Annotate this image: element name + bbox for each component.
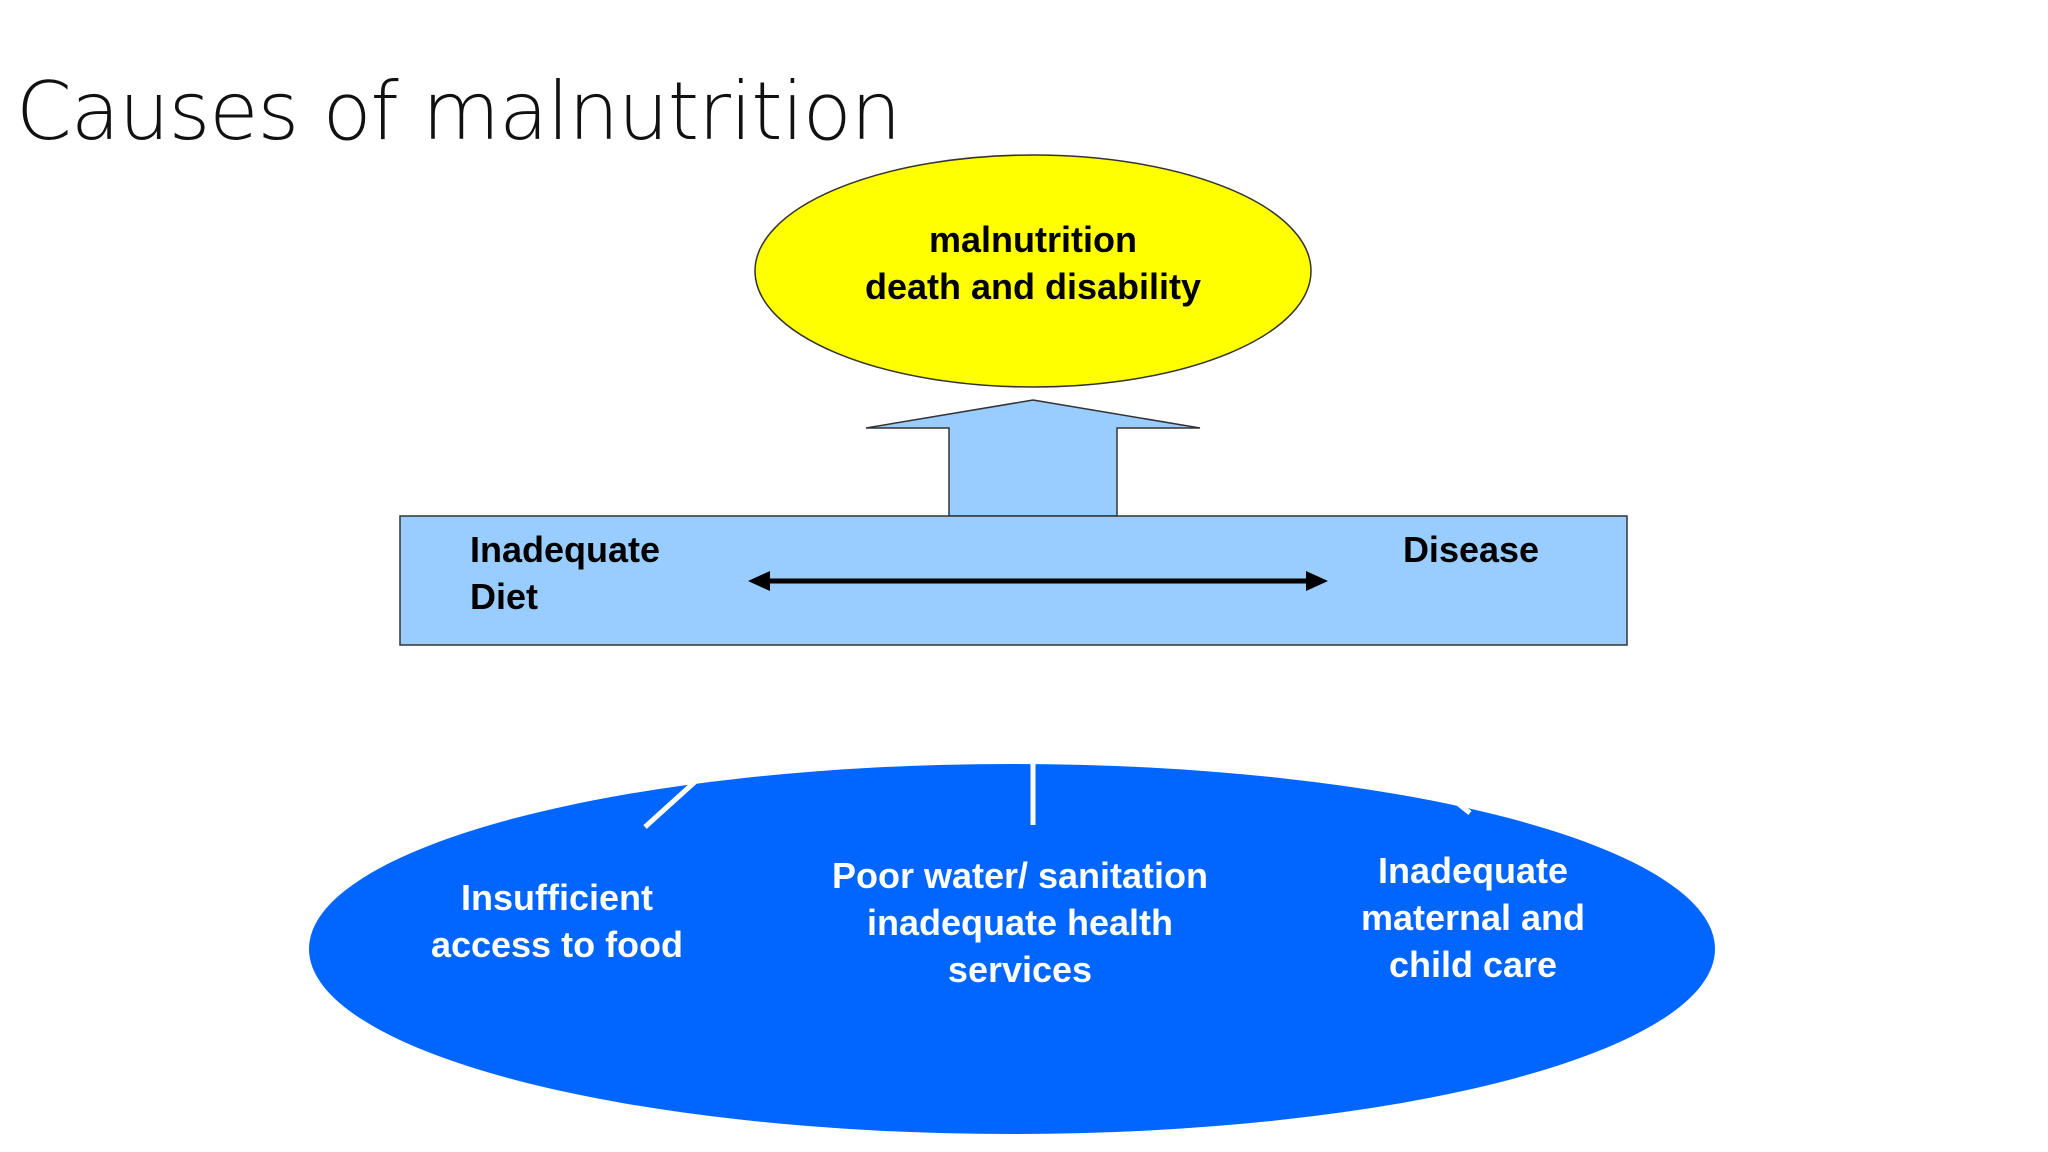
immediate-causes-bar: Inadequate Diet Disease — [399, 515, 1628, 646]
maternal-care-label-line3: child care — [1389, 944, 1557, 985]
outcome-node: malnutrition death and disability — [754, 154, 1312, 388]
water-health-label-line3: services — [948, 949, 1092, 990]
food-access-label-line1: Insufficient — [461, 877, 653, 918]
inadequate-diet-label-line2: Diet — [470, 576, 538, 617]
maternal-care-label-line1: Inadequate — [1378, 850, 1568, 891]
page-title: Causes of malnutrition — [16, 65, 901, 158]
connector-line-left — [643, 778, 699, 829]
up-arrow — [865, 399, 1201, 517]
inadequate-diet-label-line1: Inadequate — [470, 529, 660, 570]
maternal-care-label-line2: maternal and — [1361, 897, 1585, 938]
disease-label: Disease — [1403, 529, 1539, 570]
outcome-label-line2: death and disability — [865, 266, 1201, 307]
outcome-ellipse — [754, 154, 1312, 388]
water-health-label-line1: Poor water/ sanitation — [832, 855, 1208, 896]
connector-line-right — [1448, 795, 1472, 815]
underlying-causes-node: Insufficient access to food Poor water/ … — [309, 760, 1715, 1134]
double-arrow — [748, 571, 1328, 591]
underlying-causes-ellipse — [309, 764, 1715, 1134]
immediate-causes-rect — [399, 515, 1628, 646]
food-access-label-line2: access to food — [431, 924, 683, 965]
water-health-label-line2: inadequate health — [867, 902, 1173, 943]
outcome-label-line1: malnutrition — [929, 219, 1137, 260]
